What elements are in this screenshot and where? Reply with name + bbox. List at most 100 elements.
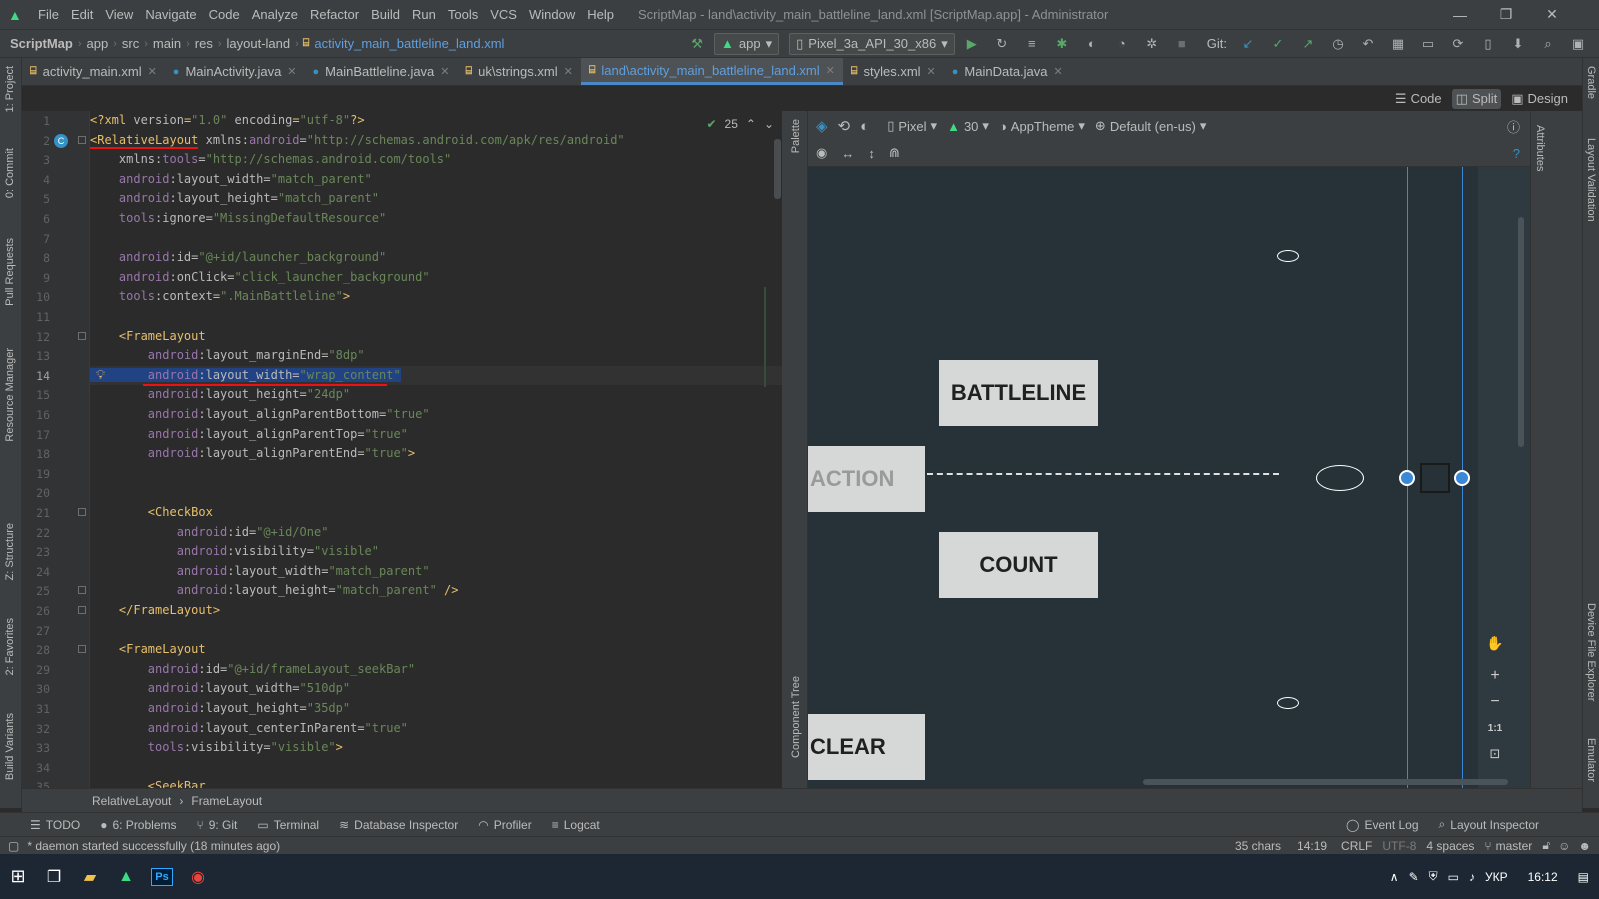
status-message[interactable]: * daemon started successfully (18 minute… [27, 838, 281, 853]
terminal-tool[interactable]: ▭Terminal [257, 818, 319, 832]
menu-edit[interactable]: Edit [70, 7, 94, 22]
code-line[interactable]: <RelativeLayout xmlns:android="http://sc… [90, 131, 782, 151]
code-line[interactable]: xmlns:tools="http://schemas.android.com/… [90, 150, 782, 170]
constraint-handle[interactable] [1399, 470, 1415, 486]
code-line[interactable]: android:layout_height="35dp" [90, 699, 782, 719]
line-number[interactable]: 22 [36, 525, 50, 540]
task-view-icon[interactable]: ❐ [46, 868, 62, 886]
resize-handle[interactable] [1454, 470, 1470, 486]
tool-build-variants[interactable]: Build Variants [4, 713, 16, 781]
close-tab-icon[interactable]: ✕ [926, 66, 936, 78]
tab-mainbattleline[interactable]: ● MainBattleline.java ✕ [305, 58, 458, 85]
orientation-icon[interactable]: ⟲ [837, 118, 851, 135]
line-number[interactable]: 12 [36, 329, 50, 344]
maximize-icon[interactable]: ❐ [1499, 6, 1513, 22]
tab-mainactivity[interactable]: ● MainActivity.java ✕ [165, 58, 305, 85]
line-number[interactable]: 34 [36, 760, 50, 775]
line-number[interactable]: 32 [36, 721, 50, 736]
breadcrumb-project[interactable]: ScriptMap [10, 36, 73, 51]
code-line[interactable]: android:id="@+id/launcher_background" [90, 248, 782, 268]
code-line[interactable]: <FrameLayout [90, 640, 782, 660]
menu-help[interactable]: Help [587, 7, 614, 22]
git-commit-icon[interactable]: ✓ [1272, 35, 1284, 51]
code-line[interactable] [90, 307, 782, 327]
crumb-framelayout[interactable]: FrameLayout [191, 793, 263, 808]
eye-icon[interactable]: ◉ [816, 145, 828, 160]
code-line[interactable]: <?xml version="1.0" encoding="utf-8"?> [90, 111, 782, 131]
coverage-icon[interactable]: ◐ [1087, 36, 1096, 51]
avd-manager-icon[interactable]: ▯ [1484, 35, 1492, 51]
history-icon[interactable]: ◷ [1332, 35, 1344, 51]
line-number[interactable]: 7 [43, 231, 50, 246]
code-line[interactable]: <CheckBox [90, 503, 782, 523]
line-number[interactable]: 24 [36, 564, 50, 579]
tool-resource-manager[interactable]: Resource Manager [4, 348, 16, 442]
sync-gradle-icon[interactable]: ⟳ [1452, 35, 1464, 51]
stop-icon[interactable]: ■ [1177, 36, 1186, 51]
line-number[interactable]: 9 [43, 270, 50, 285]
file-encoding[interactable]: UTF-8 [1382, 838, 1417, 853]
code-mode-button[interactable]: ☰ Code [1391, 89, 1446, 109]
line-number[interactable]: 25 [36, 584, 50, 599]
night-mode-icon[interactable]: ◐ [860, 117, 870, 135]
crumb-relativelayout[interactable]: RelativeLayout [92, 793, 172, 808]
file-explorer-icon[interactable]: ▰ [83, 868, 97, 886]
notification-center-icon[interactable]: ▤ [1577, 869, 1589, 884]
code-line[interactable]: android:layout_height="match_parent" /> [90, 581, 782, 601]
menu-refactor[interactable]: Refactor [309, 7, 360, 22]
line-number[interactable]: 26 [36, 604, 50, 618]
line-number[interactable]: 20 [36, 486, 50, 501]
preview-button-count[interactable]: COUNT [939, 532, 1098, 598]
chrome-icon[interactable]: ◉ [191, 868, 205, 886]
event-log-tool[interactable]: ◯Event Log [1346, 818, 1418, 832]
tool-commit[interactable]: 0: Commit [4, 148, 16, 199]
tab-styles[interactable]: ⌸ styles.xml ✕ [843, 58, 944, 85]
code-line[interactable]: android:layout_width="wrap_content" [90, 365, 782, 386]
preview-button-action[interactable]: ACTION [808, 446, 925, 512]
tool-device-file-explorer[interactable]: Device File Explorer [1585, 603, 1597, 702]
device-select[interactable]: ▯ Pixel_3a_API_30_x86 ▾ [789, 32, 955, 55]
prev-highlight-icon[interactable]: ⌃ [745, 117, 756, 131]
menu-navigate[interactable]: Navigate [145, 7, 197, 22]
fold-marker-icon[interactable] [78, 606, 86, 614]
line-number[interactable]: 1 [43, 114, 50, 128]
code-line[interactable]: tools:ignore="MissingDefaultResource" [90, 209, 782, 229]
code-line[interactable] [90, 621, 782, 641]
sdk-manager-icon[interactable]: ⬇ [1512, 35, 1524, 51]
attach-debugger-icon[interactable]: ✲ [1146, 35, 1158, 51]
settings-icon[interactable]: ▣ [1571, 35, 1585, 51]
breadcrumb-layout-land[interactable]: layout-land [226, 36, 291, 51]
rollback-icon[interactable]: ↶ [1362, 35, 1374, 51]
line-number[interactable]: 17 [36, 427, 50, 442]
code-line[interactable]: android:layout_alignParentTop="true" [90, 425, 782, 445]
code-line[interactable]: android:layout_width="match_parent" [90, 170, 782, 190]
line-number[interactable]: 10 [36, 290, 50, 305]
layout-icon[interactable]: ▭ [1421, 35, 1435, 51]
locale-picker[interactable]: ⊕ Default (en-us) ▾ [1095, 118, 1206, 134]
next-highlight-icon[interactable]: ⌄ [763, 117, 774, 131]
minimize-icon[interactable]: — [1453, 6, 1467, 23]
zoom-actual-size-button[interactable]: 1:1 [1487, 722, 1503, 734]
zoom-out-icon[interactable]: − [1490, 693, 1500, 710]
code-line[interactable]: android:layout_width="510dp" [90, 679, 782, 699]
code-line[interactable]: tools:visibility="visible"> [90, 738, 782, 758]
rerun-icon[interactable]: ↻ [996, 35, 1008, 51]
code-line[interactable]: android:layout_width="match_parent" [90, 562, 782, 582]
expand-vertical-icon[interactable]: ↕ [868, 145, 875, 161]
line-number[interactable]: 28 [36, 643, 50, 658]
caret-position[interactable]: 14:19 [1297, 838, 1328, 853]
line-number[interactable]: 13 [36, 349, 50, 364]
code-line[interactable]: android:layout_alignParentEnd="true"> [90, 444, 782, 464]
git-tool[interactable]: ⑂9: Git [197, 818, 238, 832]
close-tab-icon[interactable]: ✕ [825, 64, 835, 77]
code-line[interactable]: android:onClick="click_launcher_backgrou… [90, 268, 782, 288]
code-line[interactable]: android:layout_height="match_parent" [90, 189, 782, 209]
search-icon[interactable]: ⌕ [1544, 35, 1552, 51]
volume-icon[interactable]: ♪ [1469, 869, 1475, 884]
line-number[interactable]: 15 [36, 388, 50, 403]
seekbar-thumb-oval[interactable] [1316, 465, 1364, 491]
clock[interactable]: 16:12 [1527, 869, 1558, 884]
pan-hand-icon[interactable]: ✋ [1486, 634, 1504, 651]
split-divider[interactable] [782, 111, 784, 788]
